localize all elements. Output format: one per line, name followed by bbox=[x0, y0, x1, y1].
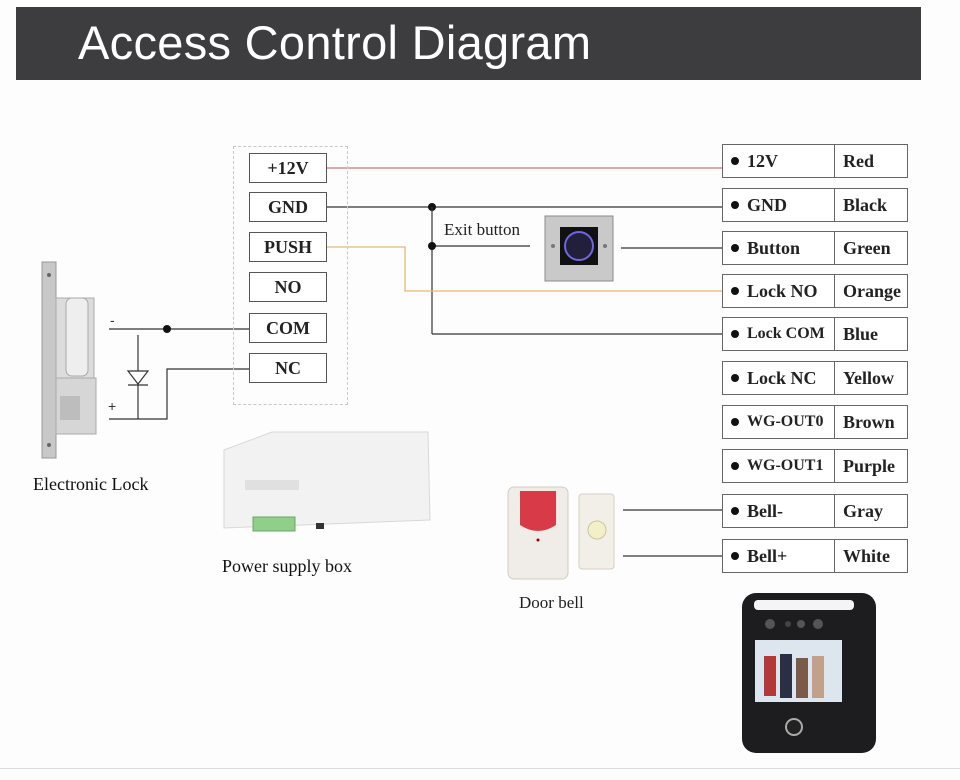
wire-lock-plus bbox=[109, 368, 249, 420]
door-bell-label: Door bell bbox=[519, 593, 584, 612]
wire-color: Yellow bbox=[843, 367, 894, 388]
bullet-icon bbox=[731, 507, 739, 515]
bullet-icon bbox=[731, 374, 739, 382]
wire-color: White bbox=[843, 545, 890, 566]
wiring-row: WG-OUT0 Brown bbox=[722, 405, 908, 439]
exit-button-label: Exit button bbox=[444, 220, 521, 239]
wiring-row: Bell- Gray bbox=[722, 494, 908, 528]
bullet-icon bbox=[731, 462, 739, 470]
wiring-row: Button Green bbox=[722, 231, 908, 265]
terminal-nc: NC bbox=[249, 353, 327, 383]
terminal-gnd: GND bbox=[249, 192, 327, 222]
wire-color: Brown bbox=[843, 411, 895, 432]
bottom-divider bbox=[0, 768, 960, 769]
terminal-com: COM bbox=[249, 313, 327, 343]
power-supply-terminal-group bbox=[233, 146, 348, 405]
wire-push bbox=[327, 246, 722, 292]
bullet-icon bbox=[731, 244, 739, 252]
wire-color: Red bbox=[843, 150, 874, 171]
wire-color: Gray bbox=[843, 500, 883, 521]
door-bell-image bbox=[507, 486, 615, 580]
wiring-row: Lock COM Blue bbox=[722, 317, 908, 351]
bullet-icon bbox=[731, 552, 739, 560]
page-title: Access Control Diagram bbox=[78, 16, 592, 69]
bullet-icon bbox=[731, 330, 739, 338]
terminal-12v: +12V bbox=[249, 153, 327, 183]
bullet-icon bbox=[731, 287, 739, 295]
wiring-row: 12V Red bbox=[722, 144, 908, 178]
lock-minus-label: - bbox=[110, 312, 115, 328]
face-recognition-terminal-image bbox=[742, 593, 876, 753]
wire-color: Purple bbox=[843, 455, 895, 476]
wiring-row: WG-OUT1 Purple bbox=[722, 449, 908, 483]
electronic-lock-label: Electronic Lock bbox=[33, 474, 149, 494]
terminal-no: NO bbox=[249, 272, 327, 302]
signal-name: WG-OUT0 bbox=[747, 413, 824, 430]
signal-name: Lock NO bbox=[747, 280, 818, 301]
electronic-lock-image bbox=[41, 261, 97, 459]
lock-plus-label: + bbox=[108, 398, 117, 414]
wire-color: Orange bbox=[843, 280, 901, 301]
bullet-icon bbox=[731, 157, 739, 165]
wiring-row: Bell+ White bbox=[722, 539, 908, 573]
signal-name: Lock NC bbox=[747, 367, 817, 388]
title-bar: Access Control Diagram bbox=[16, 7, 921, 80]
wiring-row: GND Black bbox=[722, 188, 908, 222]
signal-name: 12V bbox=[747, 150, 778, 171]
wire-color: Green bbox=[843, 237, 891, 258]
bullet-icon bbox=[731, 201, 739, 209]
wiring-row: Lock NO Orange bbox=[722, 274, 908, 308]
power-supply-box-image bbox=[223, 431, 431, 532]
exit-button-image bbox=[544, 215, 614, 282]
power-supply-label: Power supply box bbox=[222, 556, 352, 576]
signal-name: Bell- bbox=[747, 500, 783, 521]
diode-icon bbox=[126, 370, 150, 385]
wire-color: Black bbox=[843, 194, 888, 215]
junction-exit bbox=[428, 242, 436, 250]
signal-name: Lock COM bbox=[747, 325, 825, 342]
signal-name: Bell+ bbox=[747, 545, 788, 566]
junction-lock bbox=[163, 325, 171, 333]
signal-name: GND bbox=[747, 194, 787, 215]
terminal-push: PUSH bbox=[249, 232, 327, 262]
wire-color: Blue bbox=[843, 323, 879, 344]
signal-name: WG-OUT1 bbox=[747, 457, 824, 474]
bullet-icon bbox=[731, 418, 739, 426]
wiring-row: Lock NC Yellow bbox=[722, 361, 908, 395]
signal-name: Button bbox=[747, 237, 801, 258]
